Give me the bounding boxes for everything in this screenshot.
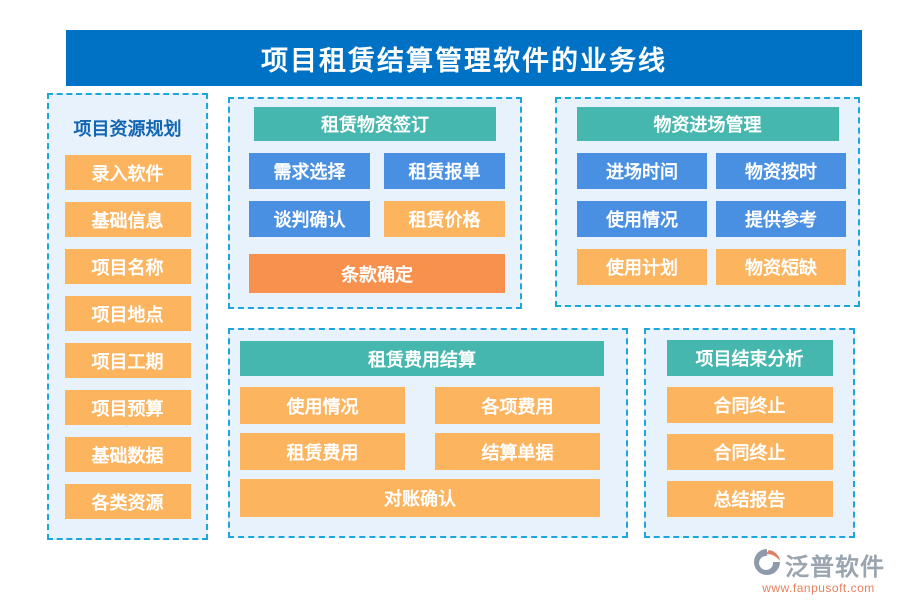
page-title: 项目租赁结算管理软件的业务线 — [261, 45, 667, 76]
flow-chip: 基础数据 — [64, 437, 191, 472]
flow-chip-wide: 对账确认 — [240, 479, 600, 517]
panel-fee-settlement: 租赁费用结算 使用情况 各项费用 租赁费用 结算单据 对账确认 — [228, 328, 628, 538]
panel-end-analysis: 项目结束分析 合同终止 合同终止 总结报告 — [644, 328, 855, 538]
flow-chip: 项目名称 — [64, 249, 191, 284]
flow-chip: 租赁价格 — [384, 201, 505, 237]
flow-chip: 基础信息 — [64, 202, 191, 237]
panel-title: 项目资源规划 — [73, 119, 182, 139]
panel-header: 物资进场管理 — [576, 107, 839, 141]
flow-chip: 各类资源 — [64, 484, 191, 519]
flow-chip: 提供参考 — [716, 201, 846, 237]
flow-chip: 录入软件 — [64, 155, 191, 190]
flow-chip: 项目地点 — [64, 296, 191, 331]
panel-header: 租赁费用结算 — [240, 341, 604, 376]
flow-chip-wide: 条款确定 — [249, 254, 505, 293]
flow-chip: 进场时间 — [577, 153, 707, 189]
brand-url-text: www.fanpusoft.com — [762, 581, 875, 595]
title-banner: 项目租赁结算管理软件的业务线 — [66, 30, 862, 86]
flow-chip: 谈判确认 — [249, 201, 370, 237]
flow-chip: 物资短缺 — [716, 249, 846, 285]
panel-material-signing: 租赁物资签订 需求选择 租赁报单 谈判确认 租赁价格 条款确定 — [228, 97, 522, 309]
panel-entry-management: 物资进场管理 进场时间 物资按时 使用情况 提供参考 使用计划 物资短缺 — [555, 97, 860, 307]
flow-chip: 总结报告 — [666, 481, 833, 517]
flow-chip: 使用情况 — [577, 201, 707, 237]
flow-chip: 使用计划 — [577, 249, 707, 285]
flow-chip: 合同终止 — [666, 434, 833, 470]
flow-chip: 合同终止 — [666, 387, 833, 423]
flow-chip: 需求选择 — [249, 153, 370, 189]
flow-chip: 租赁费用 — [240, 433, 405, 470]
panel-resource-planning: 项目资源规划 录入软件 基础信息 项目名称 项目地点 项目工期 项目预算 基础数… — [47, 93, 208, 540]
flow-chip: 项目预算 — [64, 390, 191, 425]
brand-name-text: 泛普软件 — [785, 554, 885, 581]
panel-header: 项目结束分析 — [666, 340, 833, 376]
fanpu-logo: 泛普软件 www.fanpusoft.com — [752, 547, 885, 595]
flow-chip: 结算单据 — [435, 433, 600, 470]
flow-chip: 租赁报单 — [384, 153, 505, 189]
flow-chip: 各项费用 — [435, 387, 600, 424]
flow-chip: 物资按时 — [716, 153, 846, 189]
flow-chip: 项目工期 — [64, 343, 191, 378]
panel-header: 租赁物资签订 — [254, 107, 496, 141]
flow-chip: 使用情况 — [240, 387, 405, 424]
fanpu-logo-icon — [752, 547, 782, 582]
